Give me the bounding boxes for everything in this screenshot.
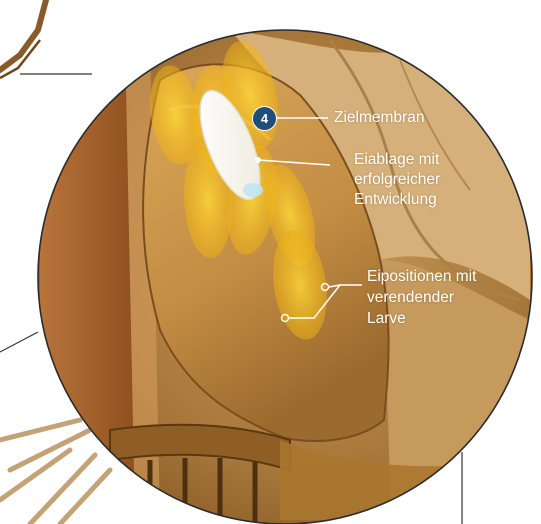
label-egg-success-1: Eiablage mit xyxy=(354,151,439,169)
insect-bristles-bottom-left xyxy=(0,420,110,524)
label-egg-dead-1: Eipositionen mit xyxy=(367,268,476,286)
label-egg-dead-3: Larve xyxy=(367,310,406,328)
label-egg-success-2: erfolgreicher xyxy=(354,171,440,189)
label-egg-dead-2: verendender xyxy=(367,289,454,307)
label-target-membrane: Zielmembran xyxy=(334,109,424,127)
label-egg-success-3: Entwicklung xyxy=(354,191,437,209)
marker-badge-4: 4 xyxy=(252,106,277,131)
insect-leg-top-left-2 xyxy=(0,40,40,78)
leader-line-left xyxy=(0,332,38,352)
insect-leg-top-left xyxy=(0,0,46,70)
